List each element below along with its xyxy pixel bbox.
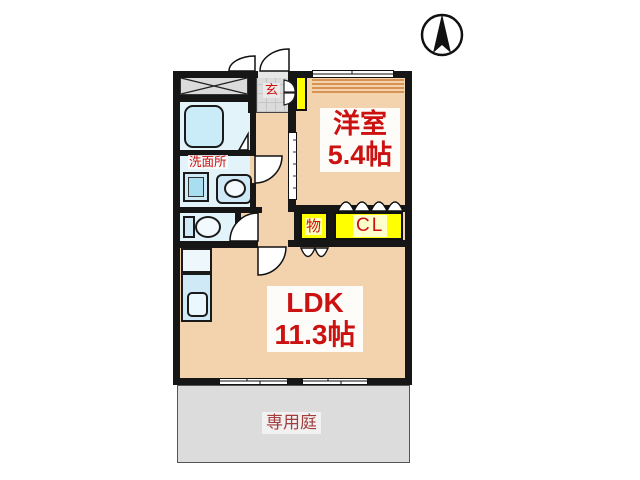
sliding-door-ticks — [293, 139, 297, 189]
blind-stripe — [312, 83, 404, 85]
storage-door-swing-icon — [228, 55, 256, 72]
toilet-tank-icon — [183, 216, 195, 238]
outer-wall-left — [173, 71, 180, 385]
wall — [328, 212, 334, 240]
wall — [180, 95, 256, 102]
outer-wall-bottom — [173, 378, 412, 385]
wall — [173, 207, 262, 213]
wall — [180, 150, 256, 156]
stove-icon — [181, 248, 212, 273]
wall — [294, 212, 300, 240]
window-mullions — [220, 70, 393, 384]
washbasin-icon — [224, 179, 246, 198]
bathtub-icon — [184, 105, 224, 148]
storage-folding-door-icon — [299, 247, 330, 258]
toilet-icon — [195, 216, 221, 238]
closet-folding-door-icon — [336, 201, 405, 212]
outer-wall-right — [405, 71, 412, 385]
wall — [288, 240, 412, 247]
x-brace-icon — [180, 77, 248, 95]
wall — [173, 241, 258, 248]
ldk-door-swing-icon — [257, 246, 287, 276]
north-arrow-icon — [420, 13, 464, 57]
storage-box — [300, 212, 328, 240]
blind-stripe — [312, 87, 404, 89]
bathroom-door-icon — [237, 131, 249, 151]
blind-stripe — [312, 79, 404, 81]
entrance-opening — [258, 71, 290, 78]
sliding-door-icon — [288, 132, 297, 200]
wall — [250, 102, 256, 155]
entrance-door-swing-icon — [259, 48, 290, 72]
washroom-door-swing-icon — [254, 155, 283, 184]
wall — [248, 71, 256, 113]
wall — [250, 183, 256, 213]
kitchen-sink-icon — [187, 292, 208, 317]
washing-machine-drum — [188, 177, 204, 197]
entrance-door-leaf-icon — [283, 79, 296, 106]
toilet-door-swing-icon — [229, 212, 259, 242]
blind-stripe — [312, 91, 404, 93]
